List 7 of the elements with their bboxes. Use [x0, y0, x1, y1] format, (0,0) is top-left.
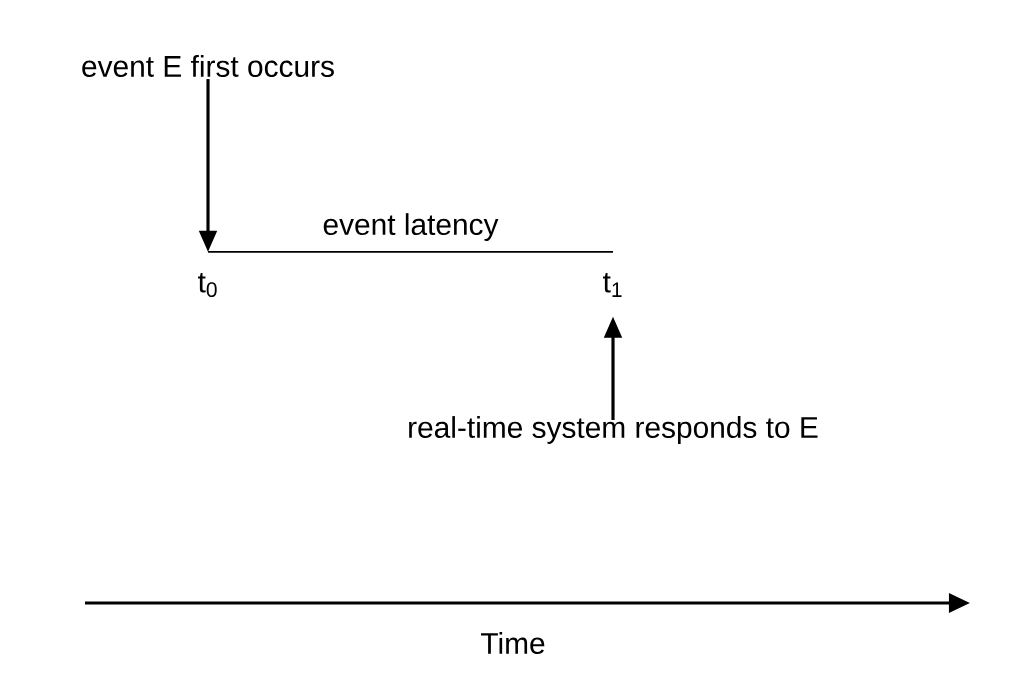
axis-label: Time [481, 632, 545, 654]
edge-label: event latency [320, 211, 501, 243]
time-label: t$_{1}$ [603, 273, 622, 297]
time-label: t$_{0}$ [198, 272, 217, 298]
timeline-segment [207, 251, 614, 253]
text-label: real-time system responds to E [409, 416, 818, 444]
text-label: event E first occurs [82, 55, 334, 77]
